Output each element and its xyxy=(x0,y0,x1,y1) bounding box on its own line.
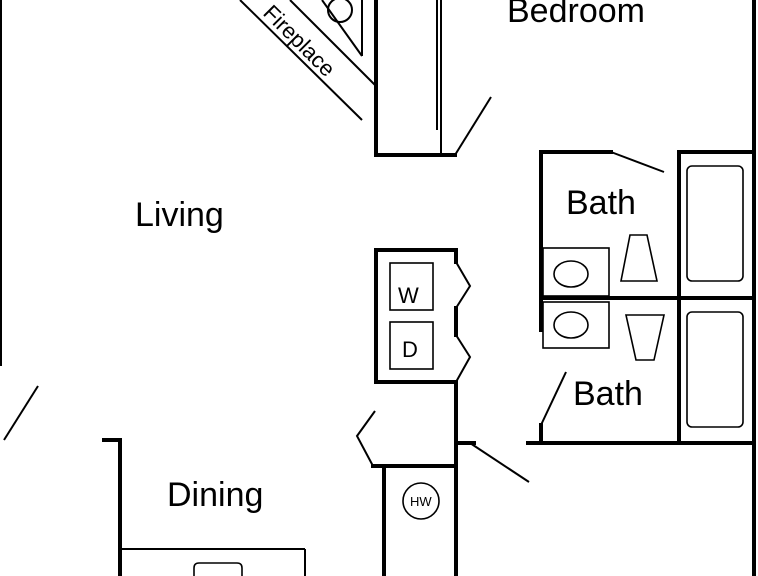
washer-label: W xyxy=(398,283,419,308)
door-swing-bath-lower xyxy=(540,371,567,426)
water-heater xyxy=(402,482,440,520)
bath-lower-fixtures xyxy=(542,301,744,428)
bath-block xyxy=(526,150,756,445)
door-swing-hall xyxy=(469,442,530,483)
dryer-box xyxy=(389,321,434,370)
bifold-door-hw xyxy=(355,410,376,467)
bath-upper-label: Bath xyxy=(566,184,636,222)
door-swing-left xyxy=(3,385,39,441)
washer-box xyxy=(389,262,434,311)
door-swing-bedroom xyxy=(454,96,492,156)
dining-label: Dining xyxy=(167,476,263,514)
living-label: Living xyxy=(135,196,224,234)
toilet-lower xyxy=(625,314,665,361)
dining-walls xyxy=(102,438,306,576)
bathtub-lower xyxy=(686,311,744,428)
sink-upper xyxy=(553,260,589,288)
dryer-label: D xyxy=(402,337,418,362)
water-heater-label: HW xyxy=(410,494,432,509)
bath-lower-label: Bath xyxy=(573,375,643,413)
bathtub-upper xyxy=(686,165,744,282)
toilet-upper xyxy=(620,234,658,282)
fireplace: Fireplace xyxy=(239,0,377,121)
bedroom-wall-block xyxy=(374,0,492,157)
range xyxy=(193,562,243,576)
bedroom-label: Bedroom xyxy=(507,0,645,30)
bifold-door-lower xyxy=(455,334,472,383)
laundry-closet: W D xyxy=(374,248,472,384)
bifold-door-upper xyxy=(455,261,472,309)
sink-lower xyxy=(553,311,589,339)
water-heater-closet: HW xyxy=(355,380,530,576)
bath-upper-fixtures xyxy=(542,165,744,297)
